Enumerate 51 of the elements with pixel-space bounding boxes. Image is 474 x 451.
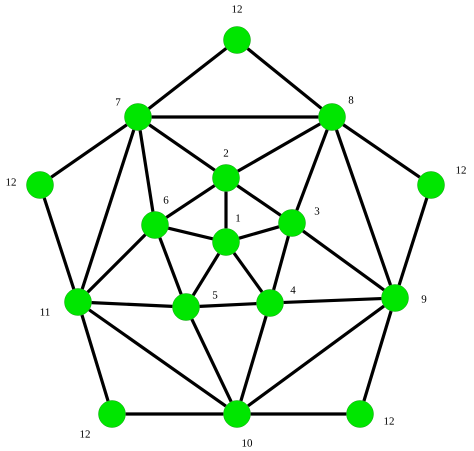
graph-edge bbox=[302, 230, 385, 292]
graph-edge bbox=[238, 225, 280, 240]
graph-edge bbox=[362, 310, 393, 402]
vertex-label: 8 bbox=[348, 96, 354, 104]
graph-edge bbox=[138, 130, 154, 212]
graph-edge bbox=[247, 304, 385, 408]
graph-edge bbox=[42, 198, 76, 290]
vertex-label: 7 bbox=[116, 98, 120, 106]
vertex-label: 12 bbox=[384, 417, 394, 425]
graph-edge bbox=[80, 314, 110, 402]
vertex-label: 5 bbox=[212, 291, 218, 299]
graph-edge bbox=[92, 301, 172, 308]
graph-edge bbox=[148, 47, 228, 110]
vertex-label: 1 bbox=[236, 214, 240, 222]
graph-edge bbox=[158, 237, 183, 295]
graph-edge bbox=[232, 252, 264, 293]
graph-edge bbox=[239, 316, 268, 402]
graph-edge bbox=[224, 192, 228, 228]
graph-edge bbox=[250, 412, 346, 416]
graph-edge bbox=[192, 252, 220, 296]
vertex-label: 12 bbox=[6, 178, 16, 186]
graph-edge bbox=[126, 412, 224, 416]
vertex-label: 9 bbox=[422, 295, 426, 303]
vertex-label: 3 bbox=[314, 207, 320, 215]
vertex-label: 12 bbox=[232, 5, 242, 13]
graph-edge bbox=[190, 318, 233, 402]
graph-edge bbox=[152, 115, 318, 119]
graph-edge bbox=[272, 236, 290, 290]
graph-edge bbox=[335, 129, 392, 286]
vertex-label: 6 bbox=[164, 196, 168, 204]
graph-edge bbox=[236, 184, 282, 217]
graph-edge bbox=[86, 234, 146, 294]
graph-edge bbox=[166, 184, 216, 219]
graph-edge bbox=[88, 308, 227, 408]
vertex-label: 12 bbox=[456, 166, 466, 174]
vertex-label: 12 bbox=[80, 430, 90, 438]
graph-edge bbox=[80, 130, 136, 290]
vertex-label: 11 bbox=[40, 308, 50, 316]
graph-edge bbox=[200, 302, 256, 308]
graph-edge bbox=[168, 226, 214, 240]
graph-edge bbox=[398, 198, 428, 286]
graph-edge bbox=[246, 47, 322, 110]
graph-edge bbox=[148, 123, 216, 172]
vertex-label: 2 bbox=[224, 149, 228, 157]
vertex-label: 4 bbox=[290, 286, 296, 294]
graph-edge bbox=[284, 296, 382, 304]
graph-edge bbox=[342, 123, 421, 179]
graph-edge bbox=[50, 124, 128, 178]
graph-edge bbox=[295, 129, 329, 211]
vertex-label: 10 bbox=[242, 439, 252, 447]
graph-edge bbox=[237, 122, 321, 173]
